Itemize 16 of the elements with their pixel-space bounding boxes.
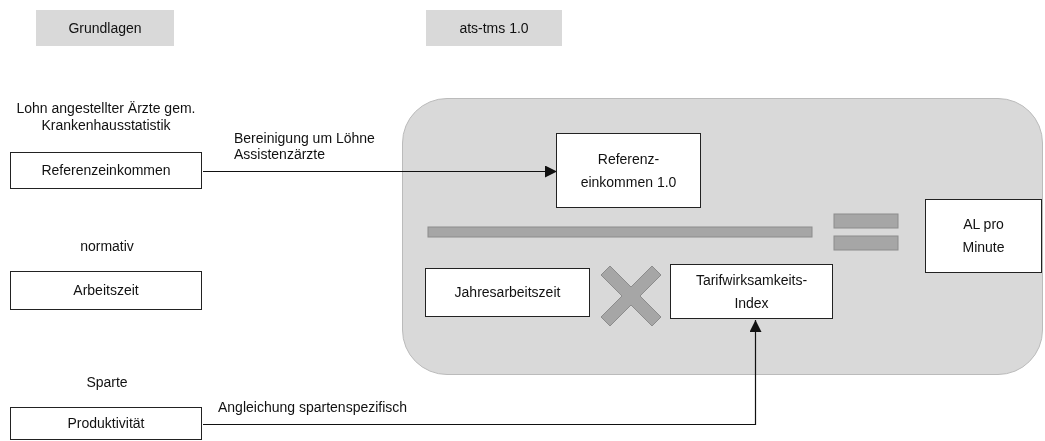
arrow — [202, 319, 762, 426]
header-band: ats-tms 1.0 — [426, 10, 562, 46]
annotation-text: normativ — [79, 238, 135, 255]
input-box: Produktivität — [10, 407, 202, 440]
process-box: Jahresarbeitszeit — [425, 268, 590, 317]
process-box: Referenz- einkommen 1.0 — [556, 133, 701, 208]
input-box: Referenzeinkommen — [10, 152, 202, 189]
annotation-text: Lohn angestellter Ärzte gem. Krankenhausstatistik — [15, 100, 197, 134]
edge-label: Angleichung spartenspezifisch — [218, 399, 408, 415]
header-band: Grundlagen — [36, 10, 174, 46]
input-box: Arbeitszeit — [10, 271, 202, 310]
model-panel — [402, 98, 1043, 375]
annotation-text: Sparte — [85, 374, 129, 391]
arrow — [202, 165, 558, 178]
process-box: Tarifwirksamkeits- Index — [670, 264, 833, 319]
result-box: AL pro Minute — [925, 199, 1042, 273]
